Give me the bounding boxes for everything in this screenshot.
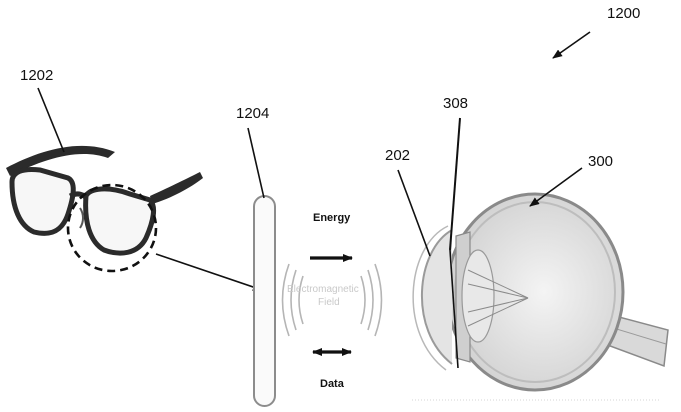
data-label: Data (320, 378, 345, 390)
contact-lens-leader-line (397, 169, 431, 257)
eye-ref-label: 300 (588, 153, 613, 170)
implant-ref-label: 308 (443, 95, 468, 112)
figure-number: 1200 (607, 5, 640, 22)
field-waves (281, 263, 383, 337)
eye-illustration (412, 192, 669, 392)
contact-lens-ref-label: 202 (385, 147, 410, 164)
field-label-line2: Field (318, 297, 340, 308)
eye-pointer-arrow (529, 167, 583, 207)
field-label-line1: Electromagnetic (287, 284, 359, 295)
implant-pointer-line (449, 249, 459, 369)
circle-to-coil-arrow (155, 253, 263, 291)
implant-leader-line (449, 117, 461, 251)
coil-leader-line (247, 127, 265, 199)
energy-label: Energy (313, 212, 351, 224)
glasses-ref-label: 1202 (20, 67, 53, 84)
coil-ref-label: 1204 (236, 105, 269, 122)
figure-pointer-arrow (552, 31, 591, 59)
glasses-leader-line (37, 87, 65, 153)
highlight-circle (66, 183, 158, 273)
transmitter-coil (253, 195, 276, 407)
eyeglasses-illustration (6, 145, 203, 256)
